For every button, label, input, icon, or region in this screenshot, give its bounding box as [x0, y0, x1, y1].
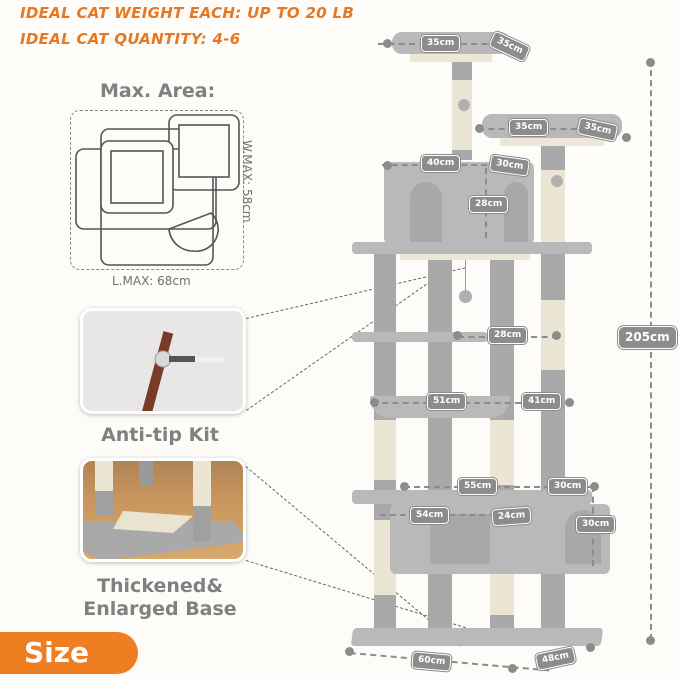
dimension-endpoint: [552, 331, 561, 340]
lower-platform-width-label: 55cm: [458, 478, 498, 495]
dimension-endpoint: [345, 647, 354, 656]
enlarged-base-caption: Thickened& Enlarged Base: [40, 575, 280, 621]
top-perch-cushion: [410, 54, 492, 62]
toy-ball-icon: [458, 99, 470, 111]
platform-cushion: [400, 254, 530, 260]
dimension-endpoint: [622, 133, 631, 142]
top-perch-width-label: 35cm: [421, 35, 461, 52]
second-perch-cushion: [500, 138, 604, 146]
total-height-label: 205cm: [618, 326, 677, 349]
max-area-diagram: [70, 110, 244, 270]
base-depth-label: 48cm: [534, 646, 577, 671]
anti-tip-kit-photo: [80, 308, 246, 414]
anti-tip-strap-icon: [140, 331, 225, 411]
max-area-title: Max. Area:: [100, 80, 216, 102]
dimension-endpoint: [586, 643, 595, 652]
sisal-post: [452, 80, 472, 150]
middle-platform-label: 28cm: [488, 327, 528, 344]
lower-platform: [352, 490, 592, 504]
condo-width-label: 40cm: [421, 155, 461, 172]
condo-platform: [352, 242, 592, 254]
base-board: [350, 628, 604, 646]
toy-ball-icon: [459, 290, 472, 303]
size-badge: Size: [0, 632, 138, 674]
dimension-endpoint: [646, 636, 655, 645]
toy-string: [465, 260, 466, 290]
antitip-leader-line: [246, 280, 431, 411]
second-perch-width-label: 35cm: [509, 119, 549, 136]
dimension-line: [372, 402, 572, 404]
lower-condo-depth-label: 24cm: [491, 506, 532, 527]
enlarged-base-photo: [80, 458, 246, 562]
total-height-line: [650, 60, 652, 640]
ideal-quantity-headline: IDEAL CAT QUANTITY: 4-6: [20, 30, 241, 48]
sisal-post: [490, 420, 514, 485]
dimension-endpoint: [453, 331, 462, 340]
anti-tip-caption: Anti-tip Kit: [101, 424, 219, 446]
base-caption-line2: Enlarged Base: [83, 598, 237, 620]
dimension-endpoint: [646, 58, 655, 67]
max-length-label: L.MAX: 68cm: [112, 274, 191, 288]
dimension-endpoint: [383, 161, 392, 170]
condo-opening: [504, 182, 528, 242]
condo-opening: [410, 182, 442, 242]
dimension-endpoint: [590, 482, 599, 491]
hammock-depth-label: 41cm: [522, 393, 562, 410]
dimension-endpoint: [475, 124, 484, 133]
dimension-endpoint: [400, 482, 409, 491]
base-caption-line1: Thickened&: [97, 575, 223, 597]
post: [428, 250, 452, 640]
max-width-label: W.MAX: 58cm: [240, 140, 254, 223]
base-closeup-icon: [83, 461, 243, 559]
dimension-endpoint: [383, 39, 392, 48]
sisal-post: [374, 420, 396, 480]
top-perch-depth-label: 35cm: [488, 30, 532, 63]
lower-platform-depth-label: 30cm: [548, 478, 588, 495]
toy-ball-icon: [551, 175, 563, 187]
dimension-endpoint: [370, 398, 379, 407]
condo-height-label: 28cm: [469, 196, 509, 213]
dimension-endpoint: [565, 398, 574, 407]
base-width-label: 60cm: [411, 651, 452, 672]
footprint-outline-icon: [75, 114, 240, 266]
dimension-endpoint: [508, 664, 517, 673]
hammock-width-label: 51cm: [427, 393, 467, 410]
ideal-weight-headline: IDEAL CAT WEIGHT EACH: UP TO 20 LB: [20, 4, 355, 22]
lower-condo-width-label: 54cm: [410, 507, 450, 524]
lower-condo-height-label: 30cm: [576, 516, 616, 533]
middle-platform: [352, 332, 488, 342]
